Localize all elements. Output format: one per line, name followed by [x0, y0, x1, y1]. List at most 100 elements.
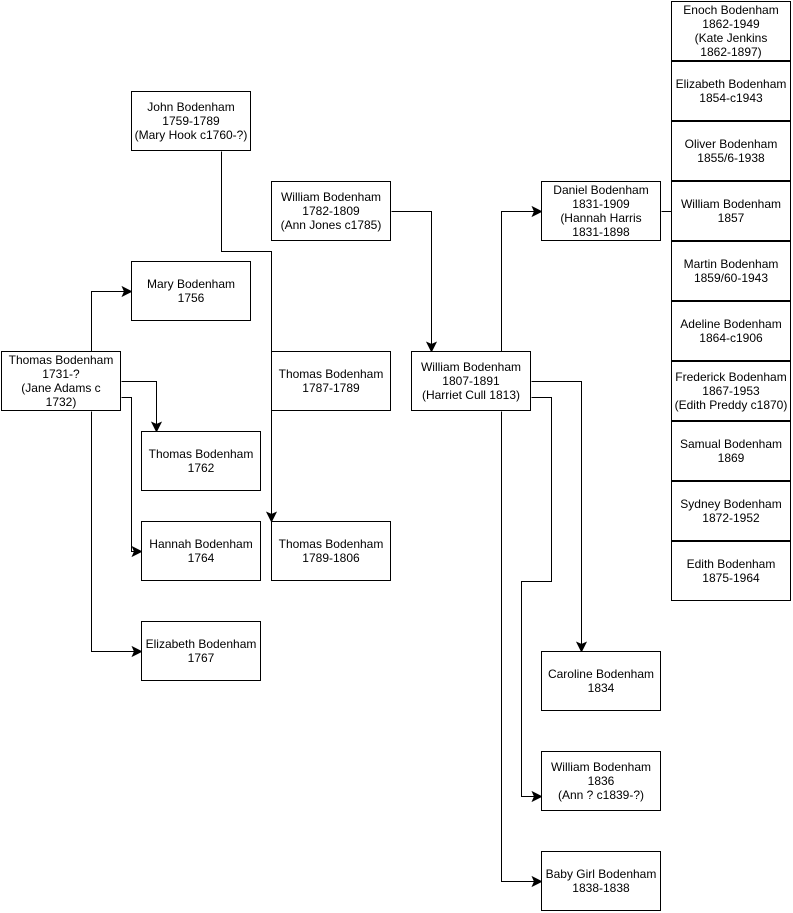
person-text-line: 1862-1949	[702, 17, 760, 31]
person-text-line: 1831-1909	[572, 197, 630, 211]
person-text-line: Thomas Bodenham	[278, 367, 384, 381]
person-text-line: William Bodenham	[280, 190, 382, 204]
person-text-line: Daniel Bodenham	[553, 183, 649, 197]
person-text-line: 1756	[177, 291, 205, 305]
person-text-line: (Harriet Cull 1813)	[421, 388, 521, 402]
person-text-line: John Bodenham	[147, 100, 235, 114]
person-text-line: 1789-1806	[302, 551, 360, 565]
arrowhead	[265, 511, 278, 523]
arrowhead	[531, 875, 543, 888]
person-text-line: Oliver Bodenham	[684, 137, 778, 151]
person-text-line: 1834	[587, 681, 615, 695]
edge-william1807-william1836	[521, 397, 552, 803]
person-text-line: (Edith Preddy c1870)	[674, 398, 788, 412]
person-text-line: 1782-1809	[302, 204, 360, 218]
edge-william1807-daniel	[501, 205, 543, 352]
person-text-line: Thomas Bodenham	[148, 447, 254, 461]
person-text-line: 1732)	[45, 395, 77, 409]
arrowhead	[150, 421, 163, 433]
person-text-line: Sydney Bodenham	[680, 497, 782, 511]
person-text-line: William Bodenham	[680, 197, 782, 211]
person-text-line: (Jane Adams c	[21, 381, 101, 395]
edge-william1782-william1807	[391, 211, 438, 353]
arrowhead	[121, 285, 133, 298]
person-text-line: Caroline Bodenham	[547, 667, 655, 681]
person-text-line: Baby Girl Bodenham	[545, 867, 657, 881]
edge-thomas1731-elizabeth1767	[91, 411, 143, 658]
person-text-line: Thomas Bodenham	[278, 537, 384, 551]
person-text-line: 1869	[717, 451, 745, 465]
person-text-line: Samual Bodenham	[679, 437, 783, 451]
arrowhead	[131, 645, 143, 658]
person-text-line: Elizabeth Bodenham	[675, 77, 787, 91]
edge-thomas1731-hannah	[121, 397, 143, 558]
person-text-line: Edith Bodenham	[686, 557, 776, 571]
person-text-line: 1855/6-1938	[697, 151, 765, 165]
person-text-line: Martin Bodenham	[683, 257, 779, 271]
person-text-line: 1864-c1906	[699, 331, 763, 345]
person-text-line: (Ann ? c1839-?)	[557, 788, 645, 802]
person-text-line: 1831-1898	[572, 225, 630, 239]
connector-line	[121, 381, 157, 432]
person-text-line: William Bodenham	[420, 360, 522, 374]
connector-line	[521, 397, 552, 797]
connector-line	[501, 411, 542, 882]
person-text-line: Enoch Bodenham	[683, 3, 779, 17]
edge-william1807-babygirl	[501, 411, 543, 888]
person-text-line: 1762	[187, 461, 215, 475]
person-text-line: (Hannah Harris	[560, 211, 642, 225]
person-text-line: 1857	[717, 211, 745, 225]
person-text-line: 1859/60-1943	[693, 271, 769, 285]
edge-thomas1731-thomas1762	[121, 381, 163, 433]
person-text-line: Hannah Bodenham	[149, 537, 253, 551]
person-text-line: 1787-1789	[302, 381, 360, 395]
person-text-line: William Bodenham	[550, 760, 652, 774]
arrowhead	[575, 641, 588, 653]
person-text-line: 1764	[187, 551, 215, 565]
person-text-line: Thomas Bodenham	[8, 353, 114, 367]
connector-line	[391, 211, 432, 352]
person-text-line: 1854-c1943	[699, 91, 763, 105]
person-text-line: Mary Bodenham	[146, 277, 236, 291]
person-text-line: (Kate Jenkins	[694, 31, 768, 45]
edge-thomas1731-mary	[91, 285, 133, 352]
